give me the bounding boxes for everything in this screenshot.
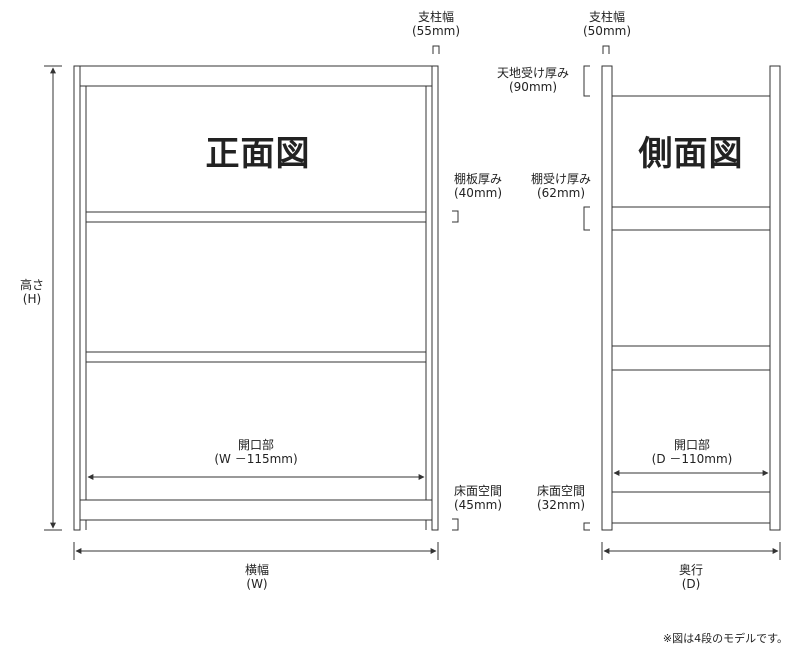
width-dimension	[73, 542, 439, 560]
shelf-support-text: 棚受け厚み	[530, 172, 592, 186]
height-dimension	[44, 65, 62, 531]
side-post-width-bracket	[602, 45, 610, 54]
front-shelf-2	[85, 351, 427, 363]
footnote: ※図は4段のモデルです。	[662, 632, 788, 645]
top-support-text: 天地受け厚み	[496, 66, 570, 80]
width-text: 横幅	[244, 563, 270, 577]
front-shelf-thickness-bracket	[452, 210, 459, 223]
front-view-title: 正面図	[205, 134, 311, 174]
front-floor-gap-label: 床面空間 (45mm)	[454, 484, 502, 512]
front-view-frame	[73, 65, 439, 531]
front-opening-text: 開口部	[237, 438, 275, 452]
front-top-beam	[79, 65, 433, 87]
side-shelf-support-bracket	[583, 206, 590, 231]
front-right-post	[431, 65, 439, 531]
height-text: 高さ	[19, 278, 45, 292]
front-post-width-label: 支柱幅 (55mm)	[412, 10, 460, 38]
front-bottom-beam	[79, 499, 433, 521]
shelf-support-value: (62mm)	[536, 186, 586, 200]
depth-value: (D)	[681, 577, 701, 591]
front-floor-gap-text: 床面空間	[453, 484, 503, 498]
height-label: 高さ (H)	[20, 278, 44, 306]
side-post-width-value: (50mm)	[582, 24, 632, 38]
side-floor-gap-bracket	[583, 522, 590, 531]
side-floor-gap-label: 床面空間 (32mm)	[537, 484, 585, 512]
shelf-support-label: 棚受け厚み (62mm)	[531, 172, 591, 200]
front-post-width-bracket	[432, 45, 440, 54]
front-opening-label: 開口部 (W －115mm)	[214, 438, 297, 466]
side-left-post	[601, 65, 613, 531]
side-opening-text: 開口部	[673, 438, 711, 452]
side-right-post	[769, 65, 781, 531]
side-post-width-text: 支柱幅	[588, 10, 626, 24]
depth-label: 奥行 (D)	[679, 563, 703, 591]
front-post-width-value: (55mm)	[411, 24, 461, 38]
shelf-thickness-text: 棚板厚み	[453, 172, 503, 186]
width-value: (W)	[246, 577, 268, 591]
side-post-width-label: 支柱幅 (50mm)	[583, 10, 631, 38]
side-top-support-bracket	[583, 65, 590, 97]
side-opening-value: (D －110mm)	[651, 452, 733, 466]
shelf-thickness-value: (40mm)	[453, 186, 503, 200]
front-left-post	[73, 65, 81, 531]
front-floor-gap-bracket	[452, 518, 459, 531]
side-floor-gap-text: 床面空間	[536, 484, 586, 498]
shelf-thickness-label: 棚板厚み (40mm)	[454, 172, 502, 200]
side-view-title: 側面図	[638, 134, 744, 174]
front-opening-value: (W －115mm)	[214, 452, 298, 466]
top-support-value: (90mm)	[508, 80, 558, 94]
depth-text: 奥行	[678, 563, 704, 577]
depth-dimension	[601, 542, 781, 560]
side-opening-label: 開口部 (D －110mm)	[652, 438, 733, 466]
front-post-width-text: 支柱幅	[417, 10, 455, 24]
front-shelf-1	[85, 211, 427, 223]
side-floor-gap-value: (32mm)	[536, 498, 586, 512]
front-floor-gap-value: (45mm)	[453, 498, 503, 512]
width-label: 横幅 (W)	[245, 563, 269, 591]
height-value: (H)	[22, 292, 42, 306]
top-support-label: 天地受け厚み (90mm)	[497, 66, 569, 94]
side-view-frame	[601, 65, 781, 531]
